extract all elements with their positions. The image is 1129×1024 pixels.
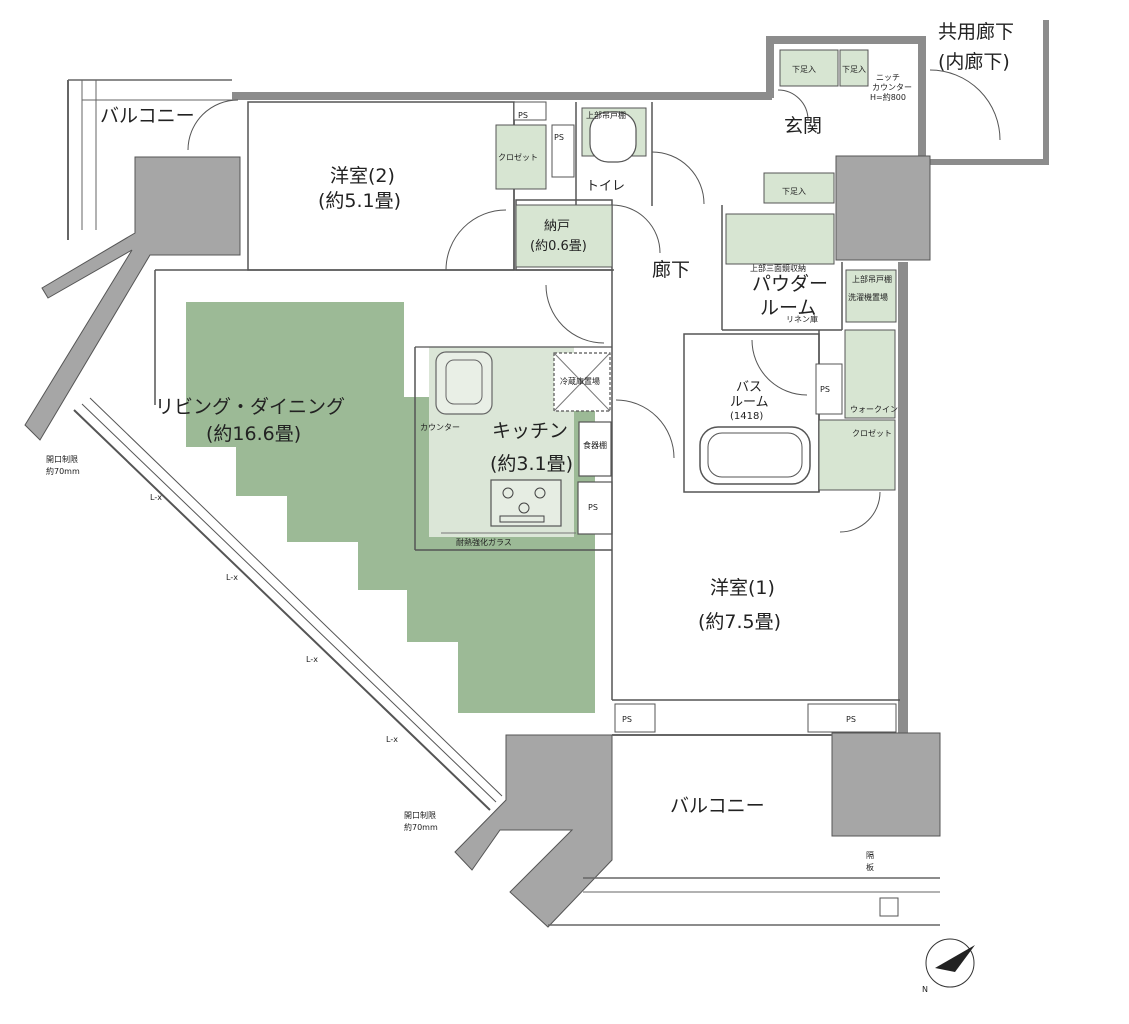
shoe-box-label-1: 下足入 [792,65,816,74]
niche-counter-3: H=約800 [870,92,906,102]
storage-label: 納戸 [544,219,570,234]
sash-label-1: L-x [150,493,162,502]
toilet-bowl [589,111,637,163]
niche-counter-1: ニッチ [876,73,900,82]
kitchen-name: キッチン [492,420,568,442]
bedroom1-name: 洋室(1) [710,577,775,599]
balcony-top-label: バルコニー [100,105,195,127]
ps-label-3: PS [622,715,632,724]
ps-label-4: PS [846,715,856,724]
storage-size: (約0.6畳) [530,239,587,254]
linen-shelf-label: リネン庫 [786,314,818,324]
opening-limit-top-1: 開口制限 [46,454,78,464]
ps-kitchen [577,481,613,535]
living-window-sash [73,397,503,811]
compass-icon [925,938,975,988]
cupboard [578,421,612,477]
fridge-label: 冷蔵庫置場 [560,376,600,386]
door-swings [187,69,1001,533]
ps-label-5: PS [820,385,830,394]
balcony-top-left [67,79,232,240]
bathtub [699,426,811,485]
laundry-upper-cabinet: 上部吊戸棚 [852,274,892,284]
opening-limit-bottom-2: 約70mm [404,822,438,832]
living-dining-name: リビング・ダイニング [155,396,345,418]
shoe-box-label-2: 下足入 [842,65,866,74]
opening-limit-top-2: 約70mm [46,466,80,476]
bath-label-1: バス [736,380,762,395]
exterior-walls [232,20,1049,733]
entrance-label: 玄関 [784,115,822,137]
balcony-bottom-railing [548,734,940,926]
inner-corridor-label: (内廊下) [938,51,1010,73]
niche-counter-2: カウンター [872,83,912,92]
walk-in-label-1: ウォークイン [850,405,898,414]
counter-label: カウンター [420,423,460,432]
compass-n-label: N [922,985,928,994]
cupboard-label: 食器棚 [583,440,607,450]
closet-label: クロゼット [498,152,538,162]
bedroom2-size: (約5.1畳) [318,190,401,212]
opening-limit-bottom-1: 開口制限 [404,810,436,820]
sash-label-2: L-x [226,573,238,582]
sink [435,351,493,415]
fixtures [495,49,897,491]
partition-label-2: 板 [866,862,874,872]
laundry-label: 洗濯機置場 [848,292,888,302]
ps-label-2: PS [554,133,564,142]
ps-label-6: PS [588,503,598,512]
upper-mirror-storage: 上部三面鏡収納 [750,263,806,273]
sash-label-4: L-x [386,735,398,744]
kitchen-size: (約3.1畳) [490,453,573,475]
common-corridor-label: 共用廊下 [938,21,1014,43]
glass-label: 耐熱強化ガラス [456,537,512,547]
columns [24,155,941,928]
toilet-upper-cabinet: 上部吊戸棚 [586,110,626,120]
partition-board [879,897,899,917]
shoe-box-label-3: 下足入 [782,187,806,196]
toilet-label: トイレ [586,179,625,194]
walk-in-label-2: クロゼット [852,428,892,438]
bath-label-2: ルーム [730,395,769,410]
bath-size: (1418) [730,411,763,422]
sash-label-3: L-x [306,655,318,664]
powder-room-label-2: ルーム [760,297,816,319]
ps-label-1: PS [518,111,528,120]
powder-room-label-1: パウダー [752,273,828,295]
living-dining-size: (約16.6畳) [206,423,301,445]
bedroom1-size: (約7.5畳) [698,611,781,633]
hallway-label: 廊下 [652,259,690,281]
balcony-bottom-label: バルコニー [670,795,765,817]
labels: 共用廊下 (内廊下) バルコニー 洋室(2) (約5.1畳) トイレ 納戸 (約… [46,21,1014,994]
bedroom2-name: 洋室(2) [330,165,395,187]
partition-label-1: 隔 [866,851,874,860]
ps-boxes [513,101,897,733]
